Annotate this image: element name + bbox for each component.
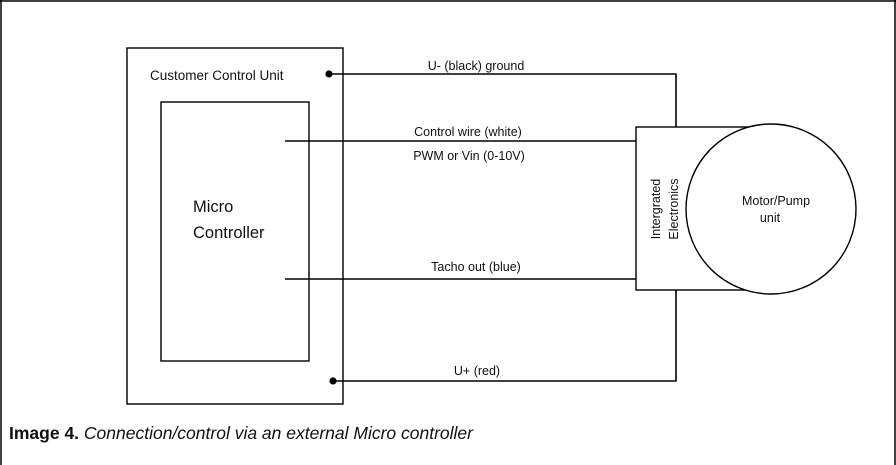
electronics-label-line1: Intergrated — [649, 179, 663, 240]
micro-label-line1: Micro — [193, 198, 233, 216]
micro-controller-box — [160, 101, 310, 362]
customer-control-unit-box — [126, 47, 344, 405]
motor-label-line2: unit — [760, 211, 781, 225]
wire-ground-label: U- (black) ground — [428, 59, 525, 73]
figure-caption: Image 4. Connection/control via an exter… — [9, 423, 473, 444]
caption-text: Connection/control via an external Micro… — [79, 423, 473, 443]
wire-power-terminal — [329, 377, 337, 385]
wire-ground — [329, 73, 677, 127]
wire-tacho-label: Tacho out (blue) — [431, 260, 521, 274]
caption-prefix: Image 4. — [9, 423, 80, 443]
motor-label-line1: Motor/Pump — [742, 194, 810, 208]
wire-ground-terminal — [325, 70, 333, 78]
wire-control-label-line2: PWM or Vin (0-10V) — [413, 149, 525, 163]
electronics-label-line2: Electronics — [667, 178, 681, 239]
wire-power — [333, 290, 677, 382]
micro-label-line2: Controller — [193, 224, 265, 242]
customer-control-unit-label: Customer Control Unit — [150, 68, 284, 83]
wire-control-label-line1: Control wire (white) — [414, 125, 522, 139]
motor-pump-circle — [685, 123, 857, 295]
wire-power-label: U+ (red) — [454, 364, 500, 378]
